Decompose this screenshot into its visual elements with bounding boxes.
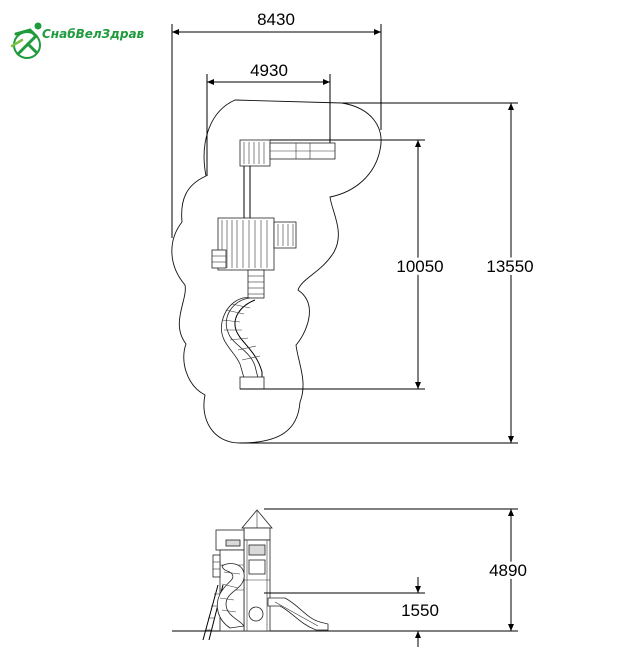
dim-label-overall-width: 8430 bbox=[257, 10, 295, 29]
dim-label-platform-height: 1550 bbox=[401, 601, 439, 620]
spiral-slide bbox=[220, 269, 265, 390]
plan-view: 8430 4930 10050 13550 bbox=[171, 10, 537, 444]
spiral-tube bbox=[216, 563, 245, 629]
bridge bbox=[243, 166, 251, 218]
dimension-total-height: 4890 bbox=[264, 508, 530, 631]
dim-label-equipment-length: 10050 bbox=[396, 257, 443, 276]
runner-logo-icon bbox=[10, 22, 42, 59]
safety-zone-outline bbox=[171, 99, 382, 444]
dim-label-total-height: 4890 bbox=[489, 561, 527, 580]
tower-roof bbox=[241, 509, 273, 541]
logo-text: СнабВелЗдрав bbox=[42, 27, 145, 41]
dimension-inner-width: 4930 bbox=[206, 61, 331, 176]
brand-logo: СнабВелЗдрав bbox=[10, 22, 145, 59]
side-view: 4890 1550 bbox=[172, 508, 530, 647]
dim-label-inner-width: 4930 bbox=[250, 61, 288, 80]
upper-tower bbox=[239, 139, 336, 167]
dimension-overall-length: 13550 bbox=[240, 102, 537, 444]
dimension-equipment-length: 10050 bbox=[240, 139, 447, 390]
main-tower bbox=[211, 217, 297, 271]
dimension-platform-height: 1550 bbox=[264, 577, 439, 647]
straight-slide bbox=[248, 597, 329, 631]
dimension-overall-width: 8430 bbox=[171, 10, 382, 238]
dim-label-overall-length: 13550 bbox=[486, 257, 533, 276]
